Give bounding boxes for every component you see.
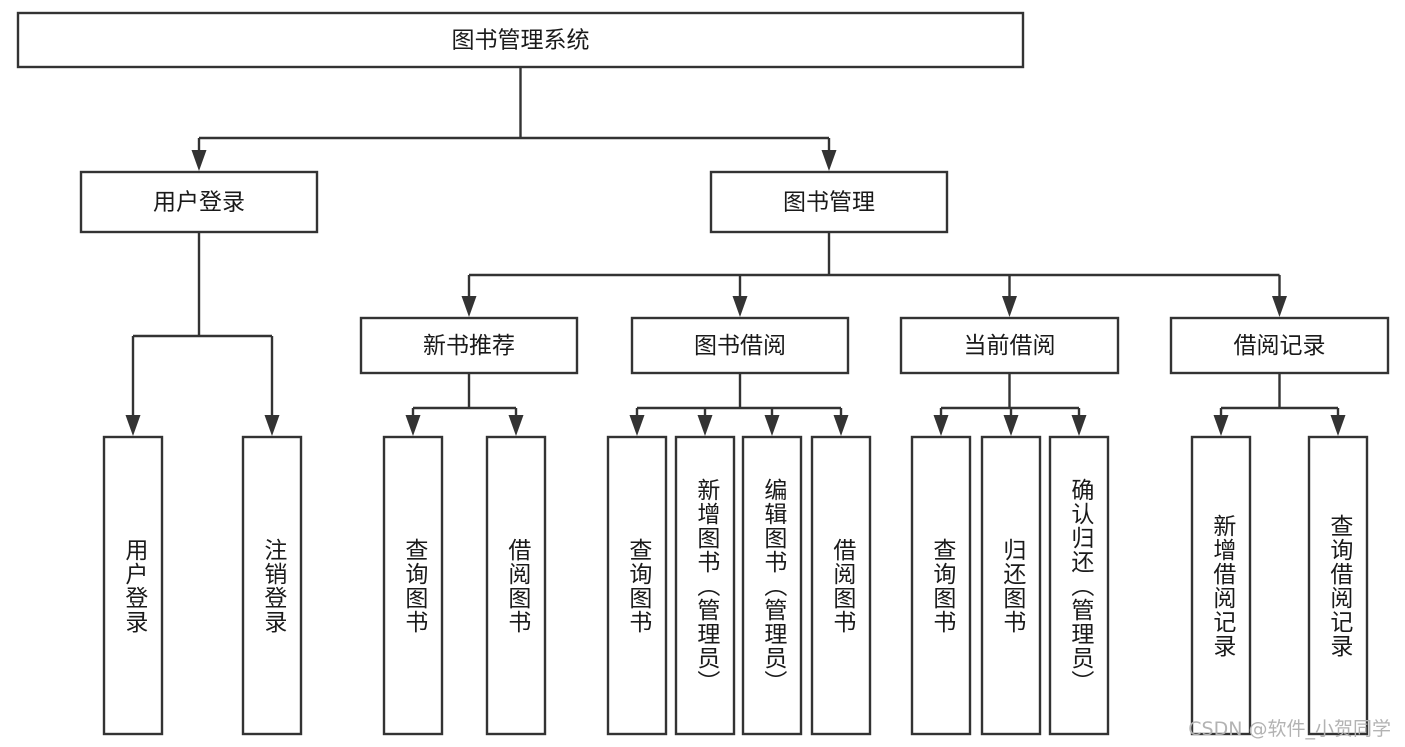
node-box-leaf-query-book-current[interactable] xyxy=(910,435,972,736)
node-box-leaf-add-record[interactable] xyxy=(1190,435,1252,736)
arrow-head-icon xyxy=(1071,415,1087,436)
node-box-book-borrow[interactable] xyxy=(630,316,850,375)
arrow-head-icon xyxy=(125,415,141,436)
node-label-root: 图书管理系统 xyxy=(452,28,590,54)
node-label-book-borrow: 图书借阅 xyxy=(694,333,786,359)
node-box-leaf-add-book[interactable] xyxy=(674,435,736,736)
arrow-head-icon xyxy=(933,415,949,436)
arrow-head-icon xyxy=(1003,415,1019,436)
arrow-head-icon xyxy=(821,150,837,171)
node-box-borrow-record[interactable] xyxy=(1169,316,1390,375)
node-box-user-login[interactable] xyxy=(79,170,319,234)
arrow-head-icon xyxy=(508,415,524,436)
arrow-head-icon xyxy=(264,415,280,436)
node-label-book-manage: 图书管理 xyxy=(783,190,875,216)
node-box-leaf-return-book[interactable] xyxy=(980,435,1042,736)
node-label-new-book-recommend: 新书推荐 xyxy=(423,333,515,359)
arrow-head-icon xyxy=(1330,415,1346,436)
node-box-leaf-query-book-new[interactable] xyxy=(382,435,444,736)
arrow-head-icon xyxy=(732,296,748,317)
arrow-head-icon xyxy=(697,415,713,436)
node-box-current-borrow[interactable] xyxy=(899,316,1120,375)
watermark-text: CSDN @软件_小贺同学 xyxy=(1188,718,1391,740)
node-box-leaf-query-book-borrow[interactable] xyxy=(606,435,668,736)
node-box-leaf-confirm-return[interactable] xyxy=(1048,435,1110,736)
arrow-head-icon xyxy=(405,415,421,436)
boxes-layer xyxy=(16,11,1390,736)
node-label-user-login: 用户登录 xyxy=(153,190,245,216)
arrow-head-icon xyxy=(629,415,645,436)
arrow-head-icon xyxy=(191,150,207,171)
arrow-head-icon xyxy=(461,296,477,317)
node-box-new-book-recommend[interactable] xyxy=(359,316,579,375)
arrow-head-icon xyxy=(764,415,780,436)
node-box-book-manage[interactable] xyxy=(709,170,949,234)
arrow-head-icon xyxy=(1002,296,1017,317)
node-label-current-borrow: 当前借阅 xyxy=(964,333,1056,359)
node-box-leaf-user-login[interactable] xyxy=(102,435,164,736)
edges-layer xyxy=(125,67,1346,436)
node-box-leaf-query-record[interactable] xyxy=(1307,435,1369,736)
arrow-head-icon xyxy=(1272,296,1287,317)
node-box-leaf-borrow-book-new[interactable] xyxy=(485,435,547,736)
node-box-leaf-borrow-book[interactable] xyxy=(810,435,872,736)
node-label-borrow-record: 借阅记录 xyxy=(1234,333,1326,359)
arrow-head-icon xyxy=(1213,415,1229,436)
node-box-leaf-logout[interactable] xyxy=(241,435,303,736)
node-box-root[interactable] xyxy=(16,11,1025,69)
arrow-head-icon xyxy=(833,415,849,436)
node-box-leaf-edit-book[interactable] xyxy=(741,435,803,736)
